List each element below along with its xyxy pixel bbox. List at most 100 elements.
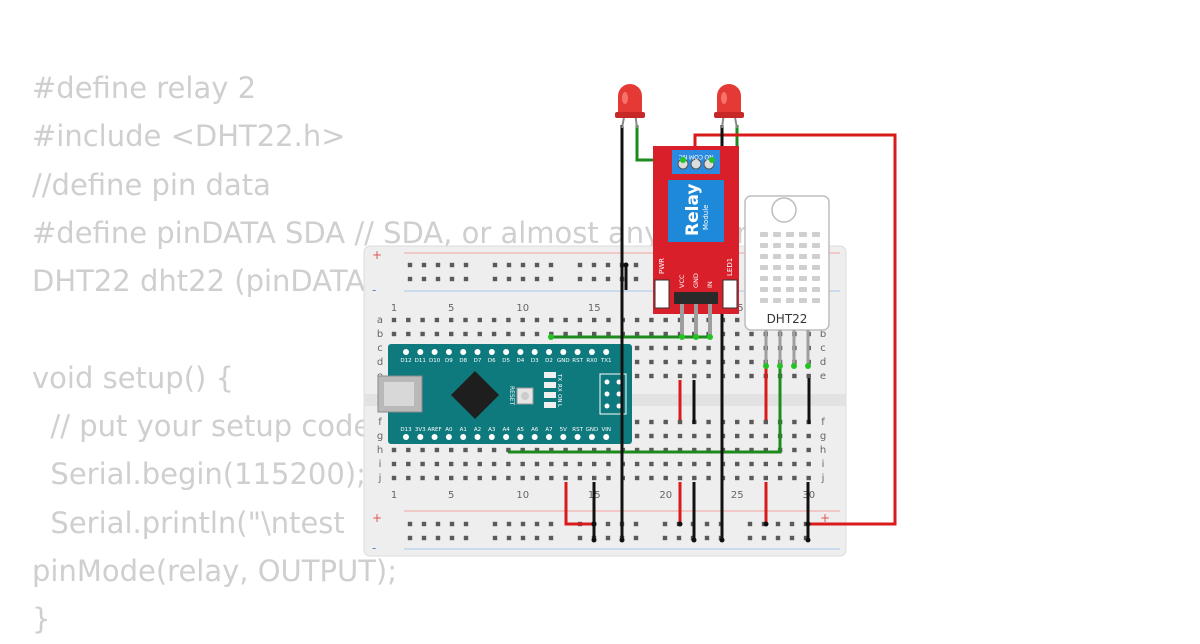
nano-pin[interactable] <box>488 349 495 355</box>
breadboard-hole[interactable] <box>677 433 683 439</box>
breadboard-hole[interactable] <box>792 419 797 425</box>
rail-hole[interactable] <box>633 521 639 527</box>
rail-hole[interactable] <box>449 535 455 541</box>
breadboard-hole[interactable] <box>792 475 797 481</box>
rail-hole[interactable] <box>789 521 795 527</box>
nano-pin[interactable] <box>474 349 481 355</box>
breadboard-hole[interactable] <box>735 373 740 379</box>
rail-hole[interactable] <box>407 521 413 527</box>
breadboard-hole[interactable] <box>649 331 654 337</box>
breadboard-hole[interactable] <box>563 461 568 467</box>
breadboard-hole[interactable] <box>606 317 611 323</box>
breadboard-hole[interactable] <box>506 475 511 481</box>
rail-hole[interactable] <box>492 521 498 527</box>
rail-hole[interactable] <box>775 521 781 527</box>
breadboard-hole[interactable] <box>792 373 797 379</box>
breadboard-hole[interactable] <box>434 461 440 467</box>
dht22-pin[interactable] <box>806 330 810 368</box>
breadboard-hole[interactable] <box>391 317 397 323</box>
breadboard-hole[interactable] <box>749 475 754 481</box>
nano-pin[interactable] <box>531 349 538 355</box>
breadboard-hole[interactable] <box>677 461 683 467</box>
breadboard-hole[interactable] <box>663 345 668 351</box>
rail-hole[interactable] <box>506 521 512 527</box>
rail-hole[interactable] <box>492 262 498 268</box>
rail-hole[interactable] <box>633 276 639 282</box>
rail-hole[interactable] <box>449 276 455 282</box>
rail-hole[interactable] <box>534 262 540 268</box>
dht22-pin[interactable] <box>778 330 782 368</box>
breadboard-hole[interactable] <box>735 461 740 467</box>
nano-pin[interactable] <box>445 434 452 440</box>
breadboard-hole[interactable] <box>777 475 783 481</box>
nano-pin[interactable] <box>603 349 610 355</box>
nano-pin[interactable] <box>431 434 438 440</box>
breadboard-hole[interactable] <box>806 433 811 439</box>
rail-hole[interactable] <box>577 535 583 541</box>
breadboard-hole[interactable] <box>649 433 654 439</box>
rail-hole[interactable] <box>662 535 668 541</box>
breadboard-hole[interactable] <box>592 447 597 453</box>
rail-hole[interactable] <box>747 521 753 527</box>
breadboard-hole[interactable] <box>506 317 511 323</box>
breadboard-hole[interactable] <box>434 447 440 453</box>
rail-hole[interactable] <box>506 262 512 268</box>
breadboard-hole[interactable] <box>606 447 611 453</box>
breadboard-hole[interactable] <box>534 475 540 481</box>
breadboard-hole[interactable] <box>563 317 568 323</box>
nano-pin[interactable] <box>445 349 452 355</box>
nano-pin[interactable] <box>546 434 552 440</box>
rail-hole[interactable] <box>407 262 413 268</box>
breadboard-hole[interactable] <box>463 331 468 337</box>
breadboard-hole[interactable] <box>634 461 640 467</box>
breadboard-hole[interactable] <box>477 461 482 467</box>
breadboard-hole[interactable] <box>534 317 540 323</box>
breadboard-hole[interactable] <box>606 331 611 337</box>
rail-hole[interactable] <box>435 535 441 541</box>
breadboard-hole[interactable] <box>506 447 511 453</box>
breadboard-hole[interactable] <box>477 331 482 337</box>
breadboard-hole[interactable] <box>577 475 583 481</box>
breadboard-hole[interactable] <box>549 461 554 467</box>
breadboard-hole[interactable] <box>634 419 640 425</box>
breadboard-hole[interactable] <box>649 419 654 425</box>
rail-hole[interactable] <box>662 521 668 527</box>
breadboard-hole[interactable] <box>806 461 811 467</box>
breadboard-hole[interactable] <box>706 345 711 351</box>
rail-hole[interactable] <box>492 276 498 282</box>
breadboard-hole[interactable] <box>634 345 640 351</box>
nano-pin[interactable] <box>603 434 610 440</box>
breadboard-hole[interactable] <box>692 461 697 467</box>
breadboard-hole[interactable] <box>763 475 768 481</box>
breadboard-hole[interactable] <box>592 317 597 323</box>
breadboard-hole[interactable] <box>391 447 397 453</box>
breadboard-hole[interactable] <box>463 475 468 481</box>
breadboard-hole[interactable] <box>663 461 668 467</box>
rail-hole[interactable] <box>676 535 682 541</box>
nano-pin[interactable] <box>460 349 467 355</box>
breadboard-hole[interactable] <box>649 317 654 323</box>
rail-hole[interactable] <box>775 535 781 541</box>
breadboard-hole[interactable] <box>491 317 497 323</box>
breadboard-hole[interactable] <box>563 447 568 453</box>
rail-hole[interactable] <box>449 262 455 268</box>
nano-pin[interactable] <box>474 434 481 440</box>
breadboard-hole[interactable] <box>649 475 654 481</box>
breadboard-hole[interactable] <box>563 475 568 481</box>
breadboard-hole[interactable] <box>634 475 640 481</box>
breadboard-hole[interactable] <box>406 447 411 453</box>
rail-hole[interactable] <box>548 262 554 268</box>
breadboard-hole[interactable] <box>749 433 754 439</box>
breadboard-hole[interactable] <box>534 447 540 453</box>
breadboard-hole[interactable] <box>735 475 740 481</box>
breadboard-hole[interactable] <box>449 475 454 481</box>
rail-hole[interactable] <box>605 521 611 527</box>
breadboard-hole[interactable] <box>577 331 583 337</box>
rail-hole[interactable] <box>803 535 809 541</box>
breadboard-hole[interactable] <box>406 317 411 323</box>
breadboard-hole[interactable] <box>806 475 811 481</box>
breadboard-hole[interactable] <box>706 433 711 439</box>
breadboard-hole[interactable] <box>649 461 654 467</box>
